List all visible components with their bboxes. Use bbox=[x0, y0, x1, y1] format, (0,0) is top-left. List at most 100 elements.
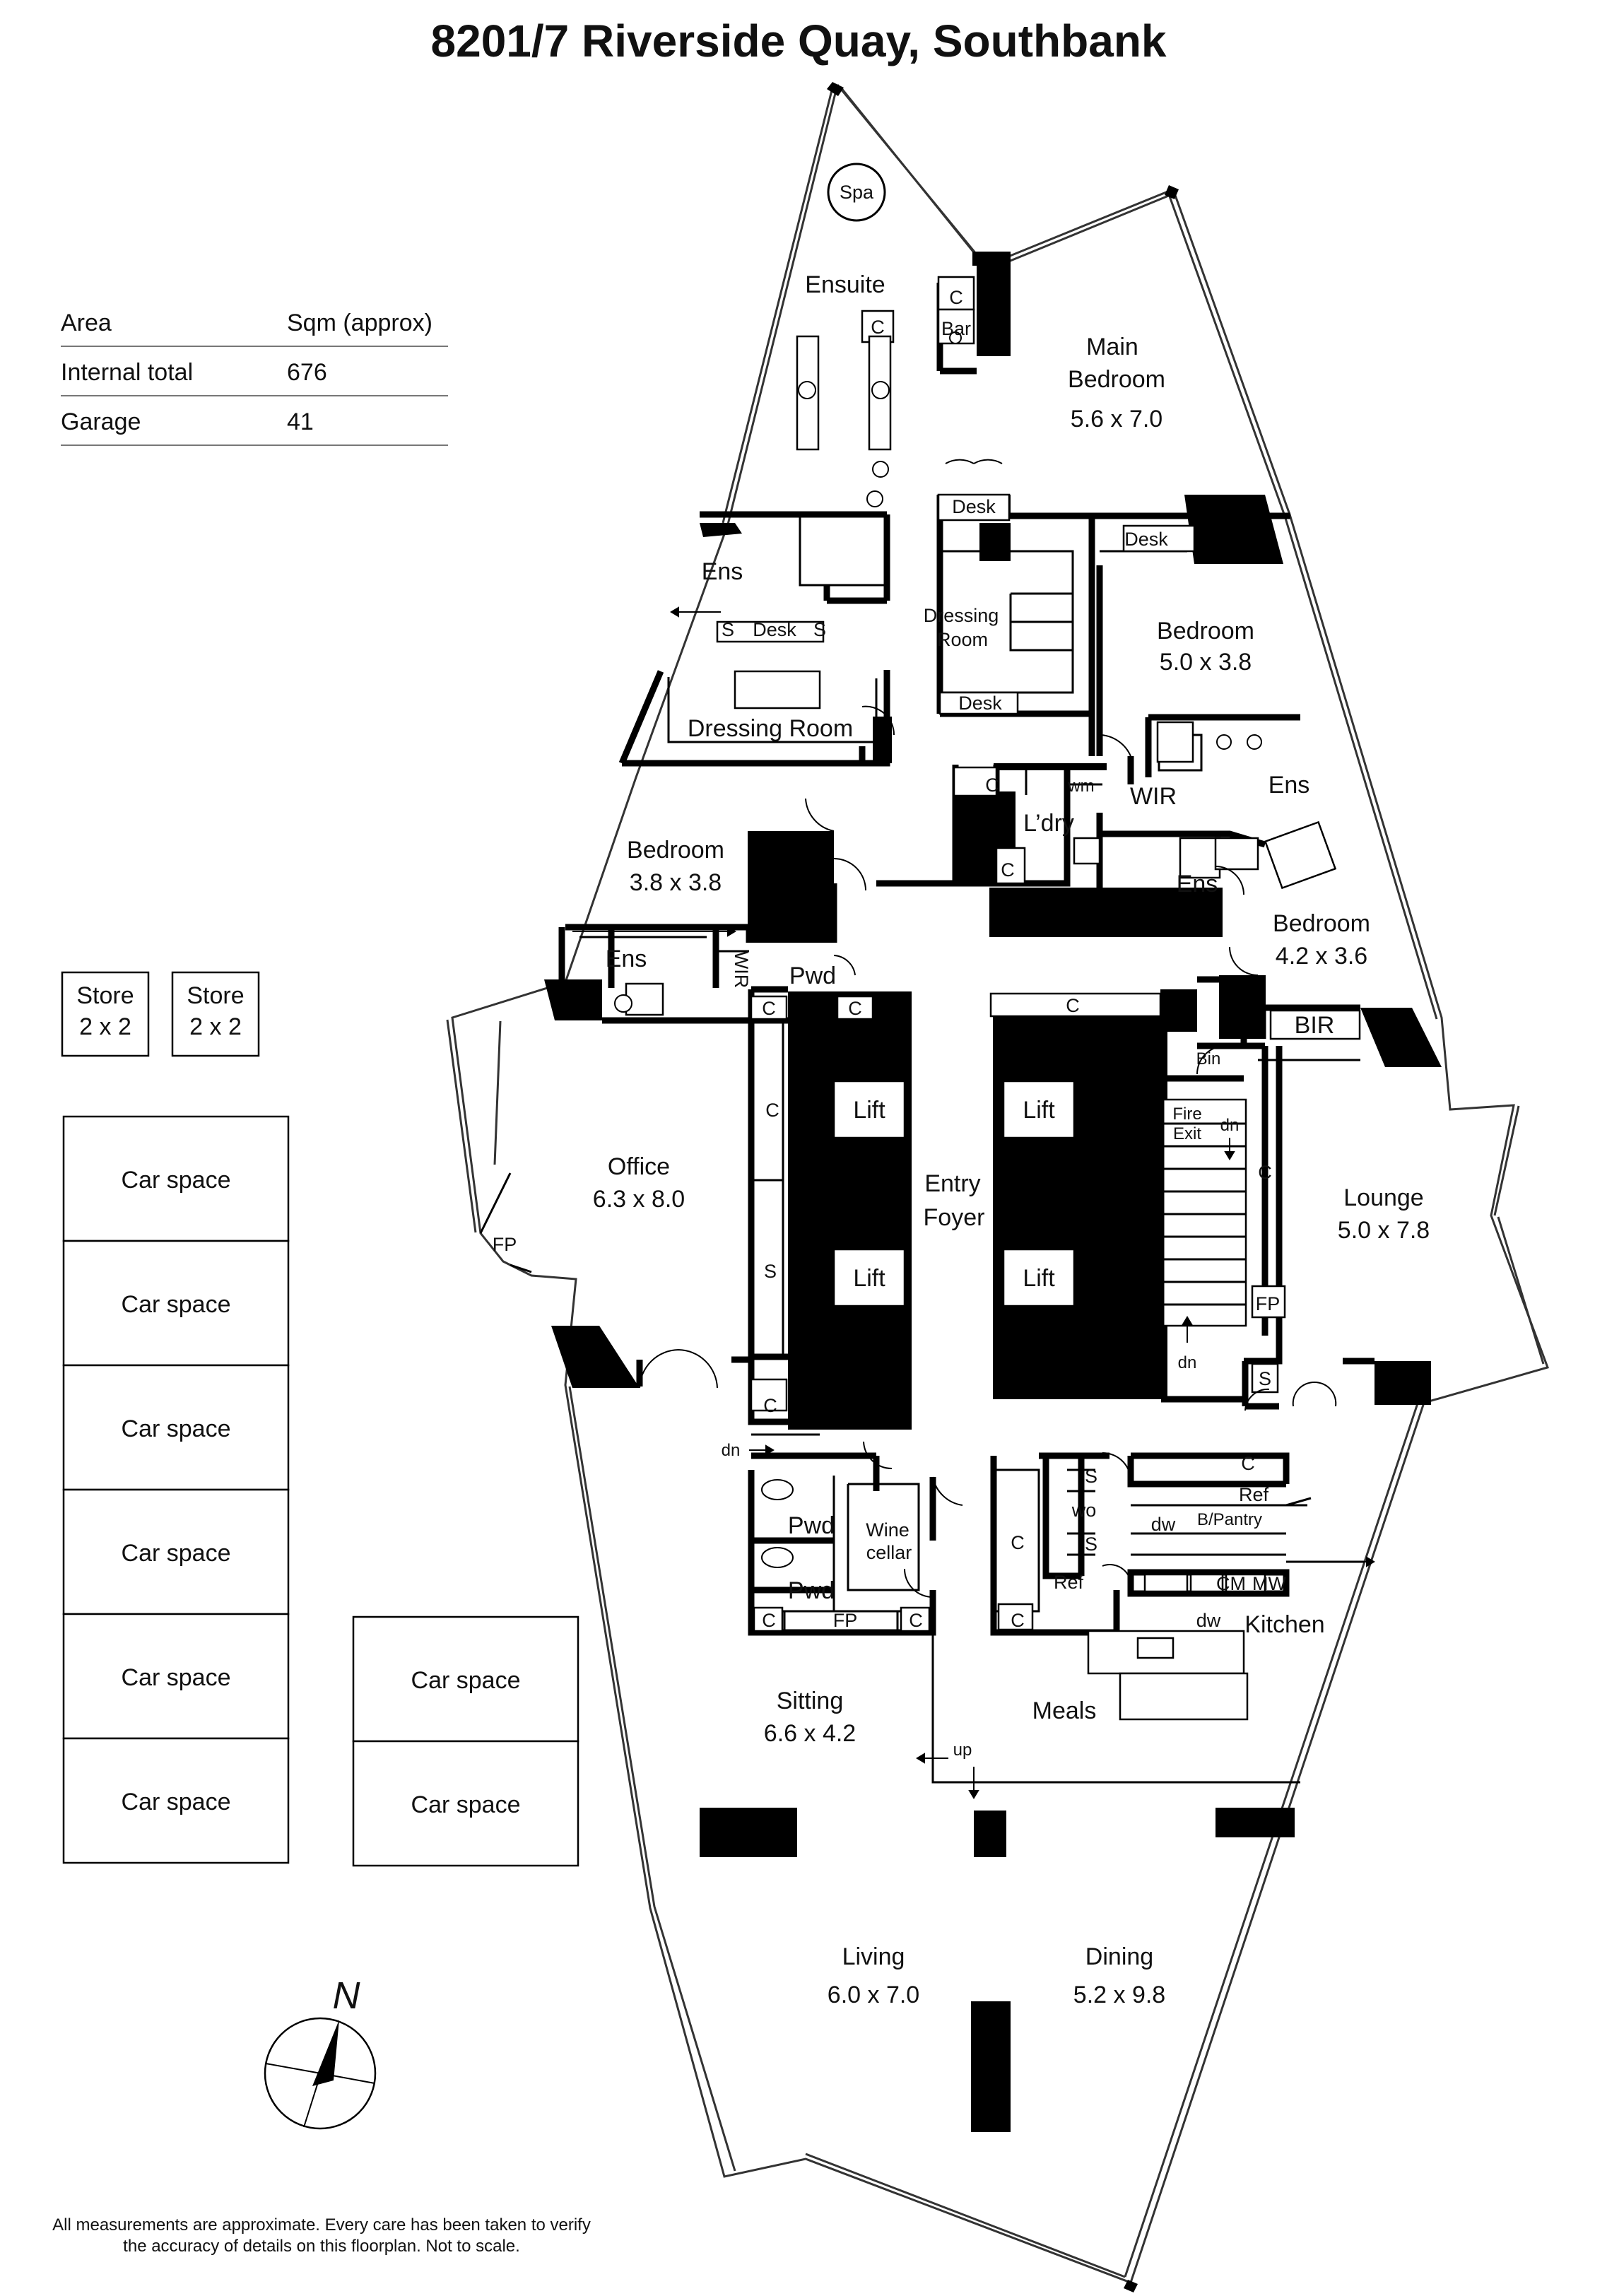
store-box bbox=[61, 971, 150, 1057]
cupboard-label: C bbox=[763, 1395, 777, 1416]
s-label: S bbox=[1085, 1466, 1097, 1487]
desk-label: Desk bbox=[958, 693, 1002, 714]
area-table-row-label: Garage bbox=[61, 408, 141, 435]
cupboard-label: C bbox=[909, 1610, 923, 1631]
cupboard-label: C bbox=[762, 1610, 776, 1631]
dishwasher-label: dw bbox=[1196, 1610, 1221, 1631]
dressing-room-label: Dressing bbox=[924, 605, 999, 626]
fire-exit-label: Exit bbox=[1173, 1124, 1201, 1143]
car-space-label: Car space bbox=[411, 1791, 521, 1818]
desk-label: Desk bbox=[1124, 529, 1168, 550]
coffee-machine-label: CM bbox=[1216, 1573, 1246, 1594]
desk-label: Desk bbox=[753, 619, 796, 640]
car-space bbox=[62, 1240, 290, 1367]
office-label: Office bbox=[608, 1153, 670, 1180]
dining-size: 5.2 x 9.8 bbox=[1073, 1982, 1165, 2008]
car-space-label: Car space bbox=[122, 1291, 231, 1318]
bedroom-label: Bedroom bbox=[1273, 910, 1370, 937]
meals-label: Meals bbox=[1032, 1697, 1097, 1724]
compass: N bbox=[264, 1974, 377, 2130]
cupboard-label: C bbox=[1001, 859, 1015, 881]
fixtures bbox=[716, 163, 1337, 1632]
car-space-label: Car space bbox=[122, 1540, 231, 1567]
car-space-label: Car space bbox=[122, 1167, 231, 1194]
down-label: dn bbox=[722, 1441, 741, 1460]
laundry-label: L’dry bbox=[1023, 810, 1074, 837]
store-boxes: Store 2 x 2 Store 2 x 2 bbox=[61, 971, 260, 1057]
door-swings bbox=[639, 459, 1337, 1598]
disclaimer-line: the accuracy of details on this floorpla… bbox=[123, 2237, 520, 2256]
car-space bbox=[62, 1115, 290, 1242]
down-label: dn bbox=[1178, 1353, 1197, 1372]
cupboard-label: C bbox=[985, 775, 999, 796]
spa-label: Spa bbox=[840, 182, 874, 203]
wall-oven-label: wo bbox=[1071, 1500, 1097, 1521]
cupboard-label: C bbox=[871, 317, 885, 338]
store-size: 2 x 2 bbox=[79, 1013, 131, 1040]
s-label: S bbox=[764, 1261, 777, 1282]
s-label: S bbox=[813, 619, 826, 640]
area-table-row-label: Internal total bbox=[61, 359, 193, 386]
car-space-label: Car space bbox=[122, 1664, 231, 1691]
ens-label: Ens bbox=[1268, 772, 1310, 799]
car-space-label: Car space bbox=[122, 1415, 231, 1442]
cupboard-label: C bbox=[1011, 1532, 1025, 1553]
compass-needle-icon bbox=[312, 2020, 339, 2086]
ens-label: Ens bbox=[1177, 871, 1218, 897]
lift-label: Lift bbox=[1023, 1097, 1055, 1124]
car-space bbox=[352, 1740, 579, 1867]
entry-foyer-label: Foyer bbox=[924, 1204, 985, 1231]
s-label: S bbox=[722, 619, 734, 640]
ensuite-label: Ensuite bbox=[805, 271, 885, 298]
cupboard-label: C bbox=[765, 1100, 779, 1121]
wine-cellar-label: Wine bbox=[866, 1519, 910, 1541]
ens-label: Ens bbox=[606, 946, 647, 972]
refrigerator-label: Ref bbox=[1239, 1484, 1269, 1505]
living-size: 6.0 x 7.0 bbox=[828, 1982, 919, 2008]
washing-machine-label: wm bbox=[1067, 777, 1094, 796]
fireplace-label: FP bbox=[493, 1234, 517, 1255]
butler-pantry-label: B/Pantry bbox=[1197, 1510, 1262, 1529]
office-size: 6.3 x 8.0 bbox=[593, 1186, 685, 1213]
lift-label: Lift bbox=[853, 1265, 885, 1292]
refrigerator-label: Ref bbox=[1054, 1572, 1084, 1593]
cupboard-label: C bbox=[848, 998, 862, 1019]
down-label: dn bbox=[1220, 1116, 1240, 1135]
dressing-room-label: Room bbox=[937, 629, 988, 650]
store-label: Store bbox=[76, 982, 134, 1009]
disclaimer-line: All measurements are approximate. Every … bbox=[52, 2215, 591, 2235]
cupboard-label: C bbox=[1258, 1162, 1272, 1183]
lift-label: Lift bbox=[853, 1097, 885, 1124]
s-label: S bbox=[1259, 1368, 1271, 1389]
area-table-header-sqm: Sqm (approx) bbox=[287, 310, 432, 336]
area-table: Area Sqm (approx) Internal total 676 Gar… bbox=[61, 310, 448, 446]
fireplace-label: FP bbox=[833, 1610, 858, 1631]
structural-walls bbox=[544, 252, 1442, 2132]
entry-foyer-label: Entry bbox=[924, 1170, 980, 1197]
car-space bbox=[62, 1613, 290, 1740]
living-label: Living bbox=[842, 1943, 905, 1970]
dressing-room-label: Dressing Room bbox=[688, 715, 853, 742]
store-size: 2 x 2 bbox=[189, 1013, 242, 1040]
area-table-row-value: 676 bbox=[287, 359, 327, 386]
desk-label: Desk bbox=[952, 496, 996, 517]
powder-room-label: Pwd bbox=[788, 1512, 835, 1539]
kitchen-label: Kitchen bbox=[1244, 1611, 1324, 1638]
sitting-label: Sitting bbox=[777, 1688, 844, 1714]
up-label: up bbox=[953, 1741, 972, 1760]
area-table-row-value: 41 bbox=[287, 408, 314, 435]
cupboard-label: C bbox=[1011, 1610, 1025, 1631]
dining-label: Dining bbox=[1085, 1943, 1153, 1970]
wine-cellar-label: cellar bbox=[866, 1542, 912, 1563]
car-space-label: Car space bbox=[411, 1667, 521, 1694]
building-corner-marker bbox=[827, 82, 844, 96]
building-outline bbox=[446, 82, 1549, 2292]
fire-exit-label: Fire bbox=[1172, 1105, 1201, 1124]
cupboard-label: C bbox=[1241, 1453, 1255, 1474]
cupboard-label: C bbox=[1066, 995, 1080, 1016]
sitting-size: 6.6 x 4.2 bbox=[764, 1720, 856, 1747]
dishwasher-label: dw bbox=[1151, 1514, 1176, 1535]
compass-north-label: N bbox=[333, 1974, 361, 2017]
main-bedroom-label: Main bbox=[1086, 334, 1138, 360]
